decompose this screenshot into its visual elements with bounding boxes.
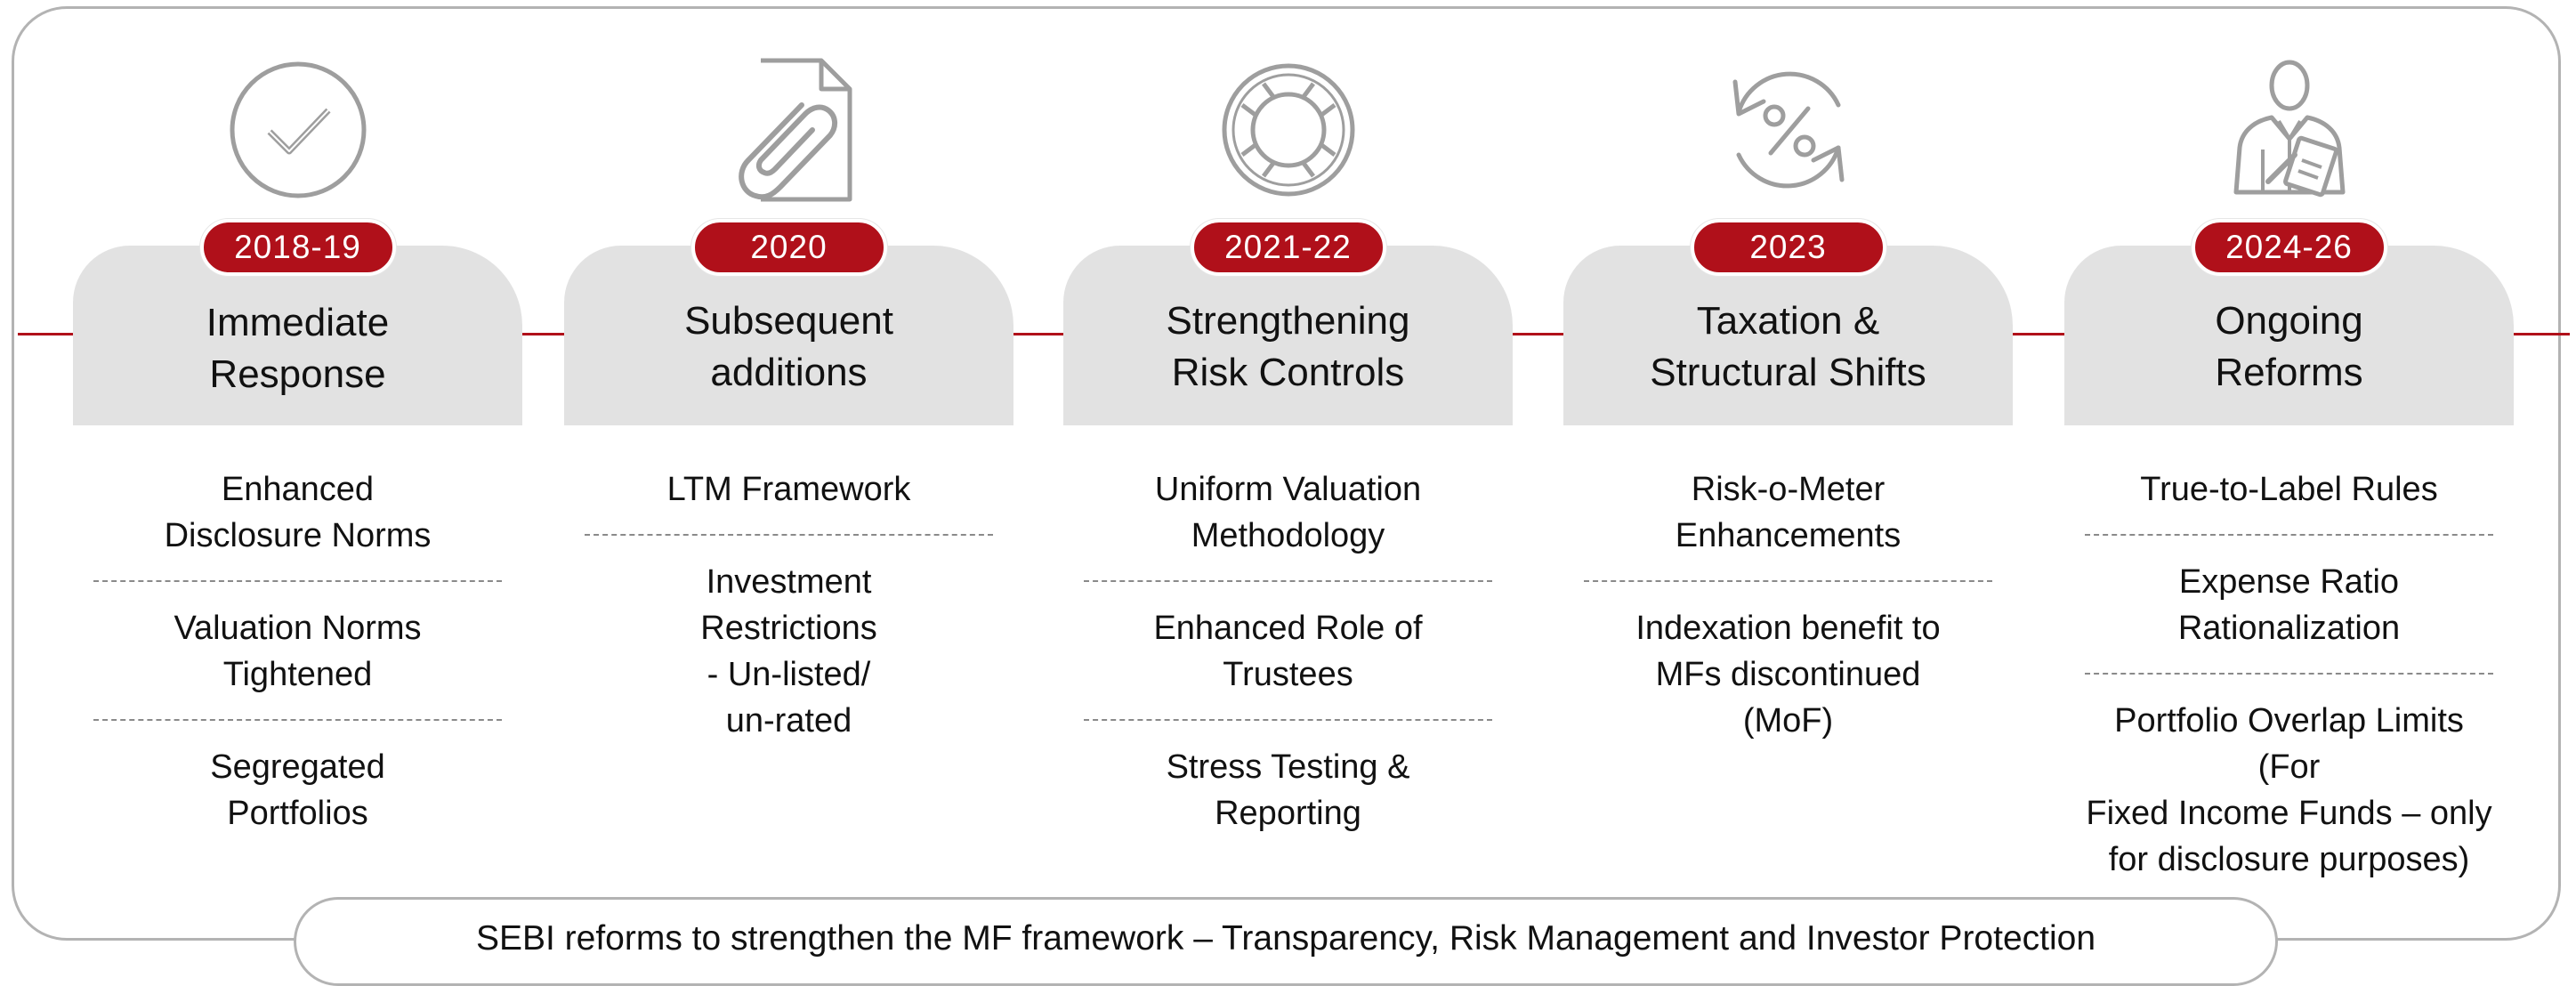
reform-item: Portfolio Overlap Limits (For Fixed Inco… — [2086, 702, 2492, 878]
stage-2021-22: Strengthening Risk Controls 2021-22 Unif… — [1063, 0, 1513, 854]
reform-item: Uniform Valuation Methodology — [1154, 471, 1422, 554]
stage-2020: Subsequent additions 2020 LTM Framework … — [564, 0, 1013, 854]
item-divider — [1084, 580, 1492, 582]
footer-caption: SEBI reforms to strengthen the MF framew… — [294, 897, 2278, 986]
stage-items: Uniform Valuation Methodology Enhanced R… — [1077, 466, 1499, 836]
checkmark-circle-icon — [218, 50, 378, 210]
item-divider — [585, 534, 993, 536]
reform-item: Investment Restrictions - Un-listed/ un-… — [700, 563, 877, 740]
reform-item: Enhanced Role of Trustees — [1153, 610, 1423, 693]
year-badge: 2024-26 — [2191, 219, 2387, 276]
stage-card: Strengthening Risk Controls — [1063, 246, 1513, 425]
stage-2023: Taxation & Structural Shifts 2023 Risk-o… — [1563, 0, 2013, 854]
stage-title: Taxation & Structural Shifts — [1650, 299, 1926, 394]
stage-card: Taxation & Structural Shifts — [1563, 246, 2013, 425]
reform-item: Stress Testing & Reporting — [1166, 748, 1410, 832]
item-divider — [93, 580, 502, 582]
percent-refresh-icon — [1708, 50, 1869, 210]
reform-item: True-to-Label Rules — [2140, 471, 2438, 508]
reform-item: Enhanced Disclosure Norms — [164, 471, 432, 554]
paperclip-document-icon — [709, 50, 869, 210]
reform-item: Segregated Portfolios — [210, 748, 385, 832]
reform-item: Valuation Norms Tightened — [174, 610, 422, 693]
stage-2024-26: Ongoing Reforms 2024-26 True-to-Label Ru… — [2064, 0, 2514, 878]
stage-title: Strengthening Risk Controls — [1166, 299, 1410, 394]
year-badge: 2021-22 — [1190, 219, 1386, 276]
reform-item: LTM Framework — [666, 471, 911, 508]
reform-item: Risk-o-Meter Enhancements — [1675, 471, 1902, 554]
year-badge: 2018-19 — [199, 219, 396, 276]
stage-items: True-to-Label Rules Expense Ratio Ration… — [2078, 466, 2500, 883]
lifebuoy-icon — [1208, 50, 1369, 210]
stage-2018-19: Immediate Response 2018-19 Enhanced Disc… — [73, 0, 522, 854]
item-divider — [1084, 719, 1492, 721]
stage-items: Risk-o-Meter Enhancements Indexation ben… — [1577, 466, 1999, 744]
stage-items: LTM Framework Investment Restrictions - … — [577, 466, 1000, 744]
stage-title: Immediate Response — [206, 301, 390, 396]
item-divider — [2085, 673, 2493, 675]
year-badge: 2020 — [690, 219, 887, 276]
stage-items: Enhanced Disclosure Norms Valuation Norm… — [86, 466, 509, 836]
year-badge: 2023 — [1690, 219, 1886, 276]
stage-title: Ongoing Reforms — [2215, 299, 2363, 394]
reform-item: Expense Ratio Rationalization — [2177, 563, 2401, 647]
diagram-frame — [12, 6, 2561, 941]
person-clipboard-icon — [2209, 50, 2370, 210]
item-divider — [1584, 580, 1992, 582]
reform-item: Indexation benefit to MFs discontinued (… — [1635, 610, 1941, 740]
stage-title: Subsequent additions — [684, 299, 893, 394]
item-divider — [93, 719, 502, 721]
item-divider — [2085, 534, 2493, 536]
